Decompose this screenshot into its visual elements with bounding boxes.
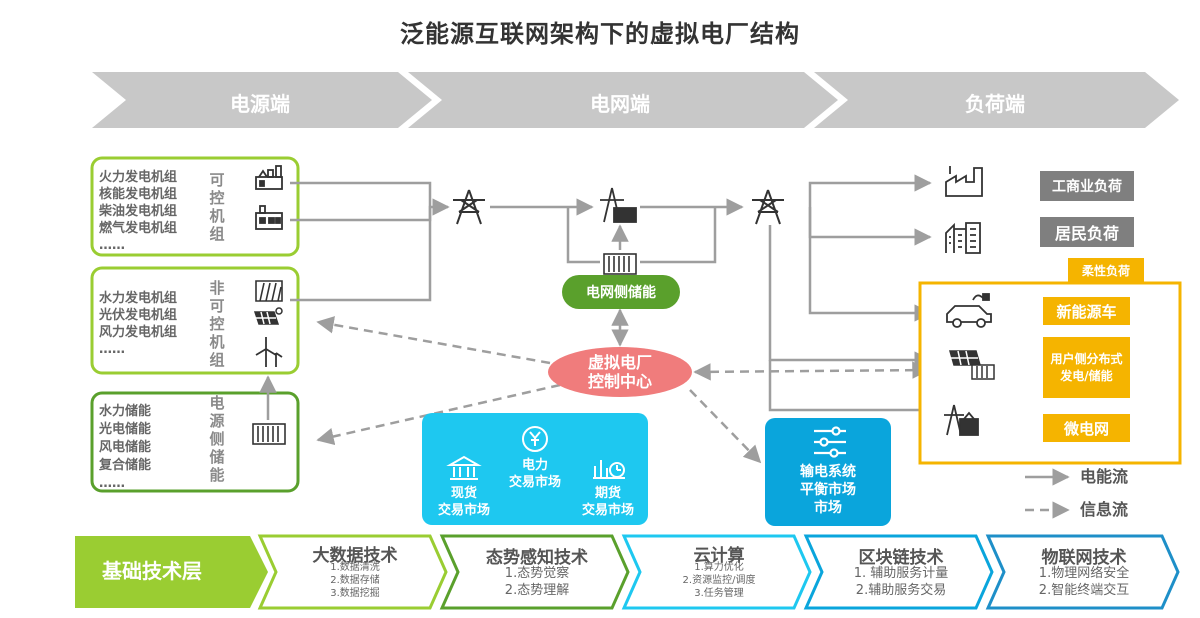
transmission-tower-icon <box>453 189 485 225</box>
info-flow-lines <box>316 308 930 464</box>
distributed-box <box>1043 337 1130 398</box>
grid-storage-pill <box>562 275 680 309</box>
tech-chevron-blockchain <box>803 534 994 610</box>
list-item: 核能发电机组 <box>99 187 178 202</box>
wind-turbine-icon <box>255 337 283 367</box>
substation-icon <box>600 187 637 223</box>
page-title: 泛能源互联网架构下的虚拟电厂结构 <box>400 20 800 48</box>
bank-icon <box>446 455 482 480</box>
stage-label-grid: 电网端 <box>590 92 650 116</box>
residential-buildings-icon <box>945 222 981 254</box>
list-item: 风力发电机组 <box>99 325 178 340</box>
sliders-icon <box>814 426 846 458</box>
futures-chart-icon <box>593 460 625 479</box>
list-item: 复合储能 <box>99 458 152 473</box>
vpp-center-label: 虚拟电厂 控制中心 <box>587 353 652 391</box>
source-storage-list: 水力储能 光电储能 风电储能 复合储能 …… <box>99 403 151 493</box>
list-item: …… <box>99 238 125 253</box>
list-item: 水力储能 <box>99 404 152 419</box>
uncontrollable-units-list: 水力发电机组 光伏发电机组 风力发电机组 …… <box>99 290 177 358</box>
futures-market-label: 期货 交易市场 <box>581 486 634 518</box>
yuan-coin-icon <box>522 426 548 452</box>
vpp-control-center[interactable] <box>548 347 692 397</box>
tech-points-bigdata: 1.数据清洗 2.数据存储 3.数据挖掘 <box>330 562 380 599</box>
tech-points-cloud: 1.算力优化 2.资源监控/调度 3.任务管理 <box>682 562 756 599</box>
tech-chevron-bigdata <box>257 534 448 610</box>
balance-market-label: 输电系统 平衡市场 市场 <box>800 464 856 516</box>
solar-storage-icon <box>949 350 995 380</box>
grid-storage-label: 电网侧储能 <box>586 285 656 301</box>
tech-chevron-iot <box>985 534 1180 610</box>
industrial-load-box <box>1040 171 1134 201</box>
tech-layer-label: 基础技术层 <box>102 559 202 583</box>
stage-label-source: 电源端 <box>230 92 290 116</box>
industrial-load-label: 工商业负荷 <box>1052 179 1122 195</box>
power-market-label: 电力 交易市场 <box>508 458 561 490</box>
nuclear-plant-icon <box>255 205 283 230</box>
market-box <box>422 413 648 525</box>
hydro-dam-icon <box>255 280 283 302</box>
tech-layer-label-bg <box>75 536 268 608</box>
spot-market-label: 现货 交易市场 <box>437 486 490 518</box>
source-storage-tag: 电源侧储能 <box>209 394 225 484</box>
transmission-tower-icon <box>752 189 784 225</box>
tech-chevron-situation <box>439 534 630 610</box>
distributed-label: 用户侧分布式发电/储能 <box>1050 351 1123 383</box>
legend-info-label: 信息流 <box>1080 500 1129 519</box>
list-item: 水力发电机组 <box>99 291 178 306</box>
stage-label-load: 负荷端 <box>965 92 1025 116</box>
flexible-load-title: 柔性负荷 <box>1081 264 1130 278</box>
list-item: …… <box>99 476 125 491</box>
tech-title-iot: 物联网技术 <box>1041 548 1127 568</box>
ev-car-icon <box>946 293 992 328</box>
battery-container-icon <box>252 423 286 445</box>
stage-chevron-load <box>814 72 1179 128</box>
solar-panel-icon <box>253 307 283 325</box>
tech-points-situation: 1.态势觉察 2.态势理解 <box>504 566 570 598</box>
factory-icon <box>945 166 983 197</box>
tech-chevron-cloud <box>621 534 812 610</box>
uncontrollable-units-tag: 非可控机组 <box>209 279 225 369</box>
ev-label: 新能源车 <box>1056 302 1117 321</box>
controllable-units-list: 火力发电机组 核能发电机组 柴油发电机组 燃气发电机组 …… <box>99 169 177 254</box>
battery-container-icon <box>603 253 637 275</box>
controllable-units-tag: 可控机组 <box>209 171 225 243</box>
list-item: 柴油发电机组 <box>99 204 178 219</box>
balance-market-box <box>765 418 891 526</box>
list-item: 燃气发电机组 <box>99 221 178 236</box>
list-item: 风电储能 <box>99 440 152 455</box>
list-item: 光伏发电机组 <box>99 308 178 323</box>
energy-flow-lines <box>259 174 947 420</box>
ev-box <box>1043 297 1130 325</box>
tech-title-situation: 态势感知技术 <box>486 548 588 568</box>
tech-points-iot: 1.物理网络安全 2.智能终端交互 <box>1038 566 1130 598</box>
residential-load-label: 居民负荷 <box>1054 224 1119 243</box>
stage-chevron-grid <box>408 72 838 128</box>
microgrid-icon <box>944 404 979 436</box>
tech-title-blockchain: 区块链技术 <box>858 548 944 568</box>
tech-title-bigdata: 大数据技术 <box>312 546 398 566</box>
microgrid-label: 微电网 <box>1063 419 1109 438</box>
list-item: 光电储能 <box>99 422 152 437</box>
list-item: 火力发电机组 <box>99 170 178 185</box>
stage-chevron-source <box>92 72 432 128</box>
legend-energy-label: 电能流 <box>1080 467 1129 486</box>
thermal-plant-icon <box>255 165 283 190</box>
list-item: …… <box>99 342 125 357</box>
microgrid-box <box>1043 414 1130 442</box>
tech-title-cloud: 云计算 <box>693 546 745 566</box>
residential-load-box <box>1040 217 1134 247</box>
controllable-units-box <box>90 156 300 257</box>
source-storage-box <box>90 391 300 493</box>
uncontrollable-units-box <box>90 266 300 375</box>
flexible-load-tag <box>1068 258 1144 283</box>
tech-points-blockchain: 1. 辅助服务计量 2.辅助服务交易 <box>853 566 949 598</box>
